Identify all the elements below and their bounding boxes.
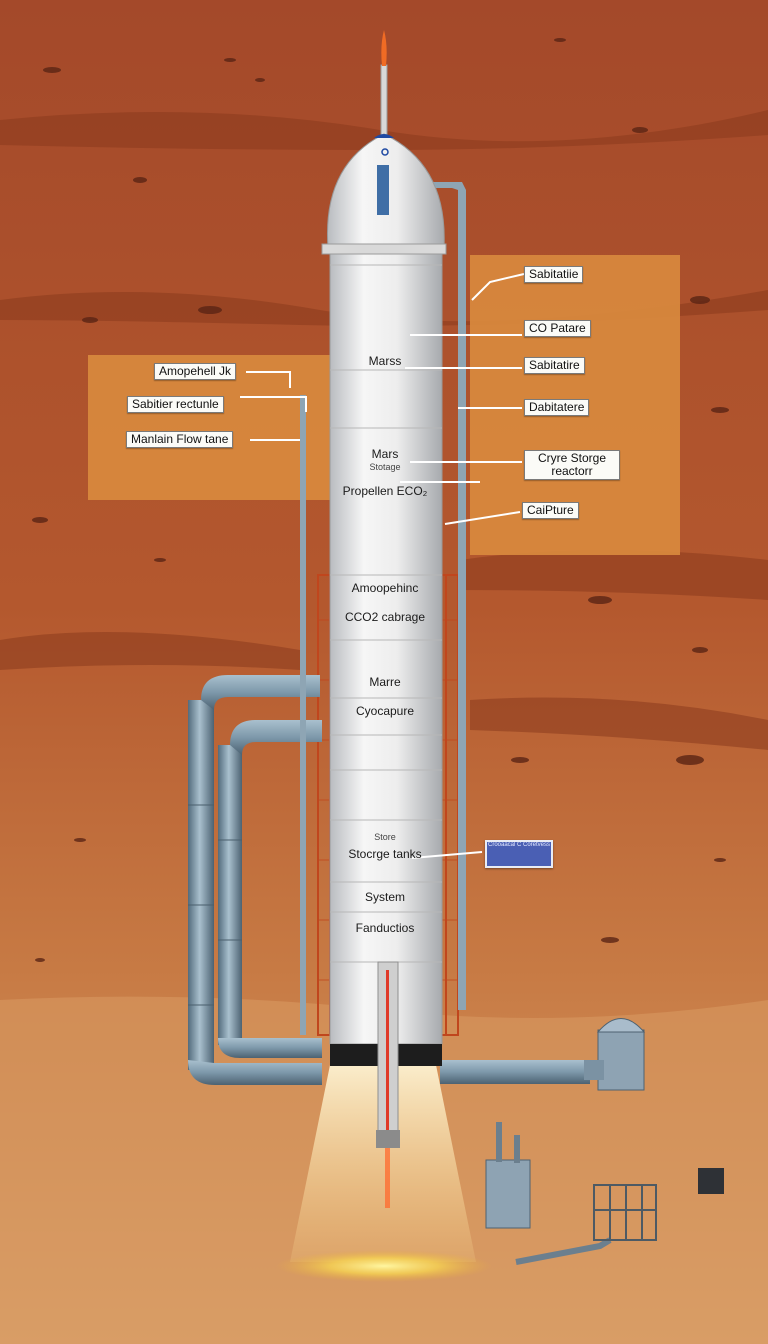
tower-label-co2-storage: CCO2 cabrage (344, 610, 426, 624)
callout-right-4: Dabitatere (524, 399, 590, 416)
tower-label-storage-tanks: Stocrge tanks (348, 847, 422, 861)
tower-label-mars-sub: Stotage (369, 462, 401, 472)
tower-label-mars-lower: Marre (369, 675, 401, 689)
callout-left-2: Sabitier rectunle (127, 396, 224, 413)
tower-label-mars-top: Marss (368, 354, 402, 368)
callout-left-3: Manlain Flow tane (126, 431, 234, 448)
tower-label-store: Store (374, 832, 396, 842)
callout-left-1: Amopehell Jk (154, 363, 237, 380)
tower-label-mars-mid: Mars (371, 447, 399, 461)
callout-right-6: CaiPture (522, 502, 579, 519)
callout-right-5: Cryre Storge reactorr (524, 450, 620, 480)
tower-label-propellant: Propellen ECO₂ (342, 484, 428, 498)
tower-label-cyocapure: Cyocapure (355, 704, 415, 718)
callout-right-3: Sabitatire (524, 357, 585, 374)
callout-right-1: Sabitatiie (524, 266, 584, 283)
tower-label-system: System (364, 890, 405, 904)
blue-info-badge: Crooaacal C Coretvess (485, 840, 553, 868)
callout-right-2: CO Patare (524, 320, 591, 337)
tower-label-production: Fanductios (355, 921, 415, 935)
tower-label-atmospheric: Amoopehinc (351, 581, 419, 595)
